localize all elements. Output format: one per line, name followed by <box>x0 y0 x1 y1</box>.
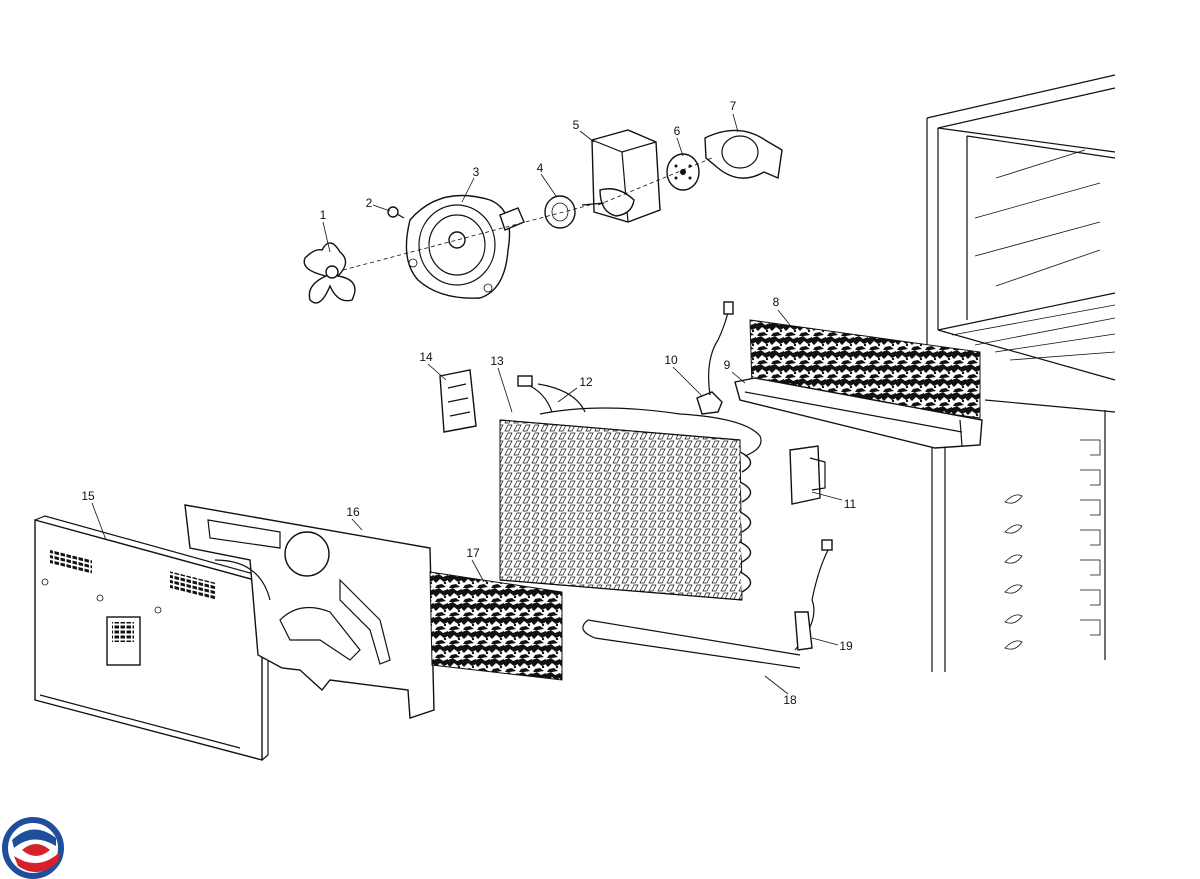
callout-14: 14 <box>419 350 433 364</box>
screw <box>387 206 405 219</box>
callout-2: 2 <box>366 196 373 210</box>
fan-blade <box>303 242 356 304</box>
callout-8: 8 <box>773 295 780 309</box>
callout-6: 6 <box>674 124 681 138</box>
evaporator-coil <box>499 375 762 601</box>
evaporator-fan-motor <box>581 129 661 223</box>
rear-insulation <box>429 571 563 681</box>
leader-lines <box>91 113 843 695</box>
callout-4: 4 <box>537 161 544 175</box>
motor-bracket <box>704 129 783 180</box>
evaporator-back-plate <box>184 504 435 719</box>
callout-11: 11 <box>844 497 857 511</box>
callout-17: 17 <box>466 546 480 560</box>
callout-1: 1 <box>320 208 327 222</box>
callout-5: 5 <box>573 118 580 132</box>
callout-10: 10 <box>664 353 678 367</box>
evaporator-cover-panel <box>34 515 270 761</box>
brand-logo <box>2 817 64 879</box>
callout-9: 9 <box>724 358 731 372</box>
callout-12: 12 <box>579 375 593 389</box>
callout-19: 19 <box>839 639 853 653</box>
callout-18: 18 <box>783 693 797 707</box>
callout-16: 16 <box>346 505 360 519</box>
drain-trough <box>734 377 983 449</box>
callout-13: 13 <box>490 354 504 368</box>
evaporator-spacer <box>439 369 477 433</box>
defrost-heater <box>582 539 833 669</box>
callout-3: 3 <box>473 165 480 179</box>
refrigerator-cabinet <box>926 74 1116 672</box>
fan-shroud <box>405 194 525 299</box>
evaporator-clip <box>789 445 826 505</box>
motor-grommet <box>544 195 576 229</box>
callout-7: 7 <box>730 99 737 113</box>
motor-mount <box>666 153 700 191</box>
callout-15: 15 <box>81 489 95 503</box>
defrost-thermostat <box>696 301 734 415</box>
